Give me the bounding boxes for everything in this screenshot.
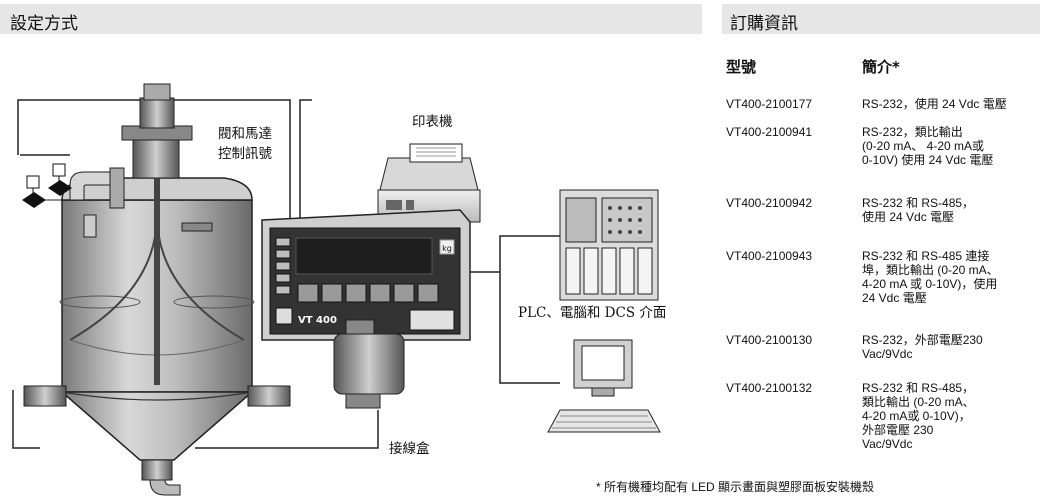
model-number: VT400-2100942: [726, 196, 813, 210]
model-description: RS-232，外部電壓230 Vac/9Vdc: [862, 333, 983, 361]
junction-box-icon: [333, 319, 405, 409]
unit-badge: kg: [442, 244, 452, 253]
vt400-controller: kg VT 400: [261, 209, 471, 341]
left-section-header: 設定方式: [0, 4, 702, 34]
right-section-title: 訂購資訊: [730, 14, 798, 34]
printer-icon: [377, 143, 481, 223]
column-desc-header: 簡介*: [862, 58, 900, 76]
left-section-title: 設定方式: [10, 14, 78, 34]
right-section-header: 訂購資訊: [722, 4, 1040, 34]
weighing-tank: [23, 150, 291, 496]
valve-motor-label: 閥和馬達 控制訊號: [218, 126, 272, 162]
plc-icon: [559, 189, 659, 301]
model-description: RS-232 和 RS-485， 類比輸出 (0-20 mA、 4-20 mA或…: [862, 381, 975, 451]
model-number: VT400-2100177: [726, 97, 813, 111]
valve-icons: [22, 163, 213, 232]
device-name: VT 400: [298, 315, 337, 326]
model-number: VT400-2100132: [726, 381, 813, 395]
model-number: VT400-2100130: [726, 333, 813, 347]
printer-label: 印表機: [412, 114, 453, 130]
inlet-pipe: [40, 167, 125, 238]
agitator-motor: [121, 83, 193, 179]
junction-box-label: 接線盒: [389, 441, 430, 457]
footnote: * 所有機種均配有 LED 顯示畫面與塑膠面板安裝機殼: [596, 480, 875, 494]
column-model-header: 型號: [726, 58, 757, 76]
model-number: VT400-2100941: [726, 125, 813, 139]
computer-icon: [547, 339, 661, 433]
model-description: RS-232，類比輸出 (0-20 mA、 4-20 mA或 0-10V) 使用…: [862, 125, 994, 167]
model-description: RS-232 和 RS-485， 使用 24 Vdc 電壓: [862, 196, 975, 224]
plc-label: PLC、電腦和 DCS 介面: [518, 305, 667, 321]
model-description: RS-232 和 RS-485 連接 埠，類比輸出 (0-20 mA、 4-20…: [862, 249, 999, 305]
model-number: VT400-2100943: [726, 249, 813, 263]
model-description: RS-232，使用 24 Vdc 電壓: [862, 97, 1007, 111]
system-diagram: kg VT 400: [12, 83, 661, 496]
